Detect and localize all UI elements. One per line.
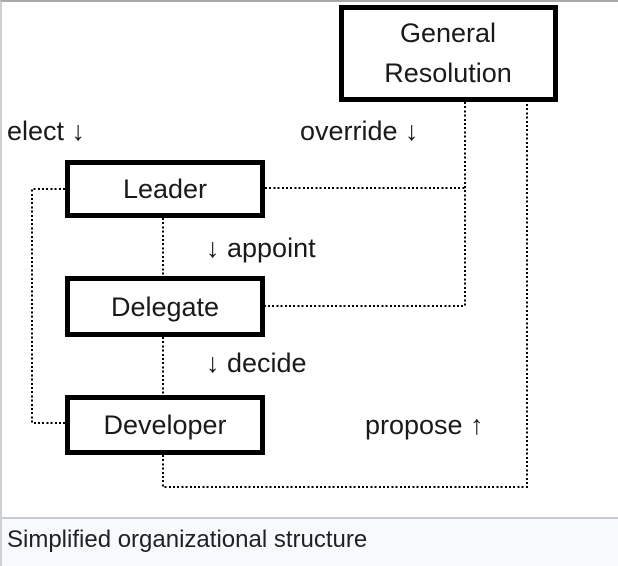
elect-cycle-line bbox=[31, 188, 65, 424]
propose-edge-label: propose ↑ bbox=[365, 410, 484, 440]
node-box-leader bbox=[65, 160, 265, 218]
node-box-developer bbox=[65, 395, 265, 455]
node-labels: General Resolution Leader Delegate Devel… bbox=[103, 18, 511, 440]
caption-bar: Simplified organizational structure bbox=[2, 517, 618, 566]
node-boxes bbox=[65, 5, 558, 455]
connector-lines bbox=[31, 102, 528, 488]
delegate-label: Delegate bbox=[111, 292, 219, 322]
node-box-delegate bbox=[65, 276, 265, 337]
edge-labels: elect ↓ override ↓ ↓ appoint ↓ decide pr… bbox=[7, 116, 484, 440]
caption-text: Simplified organizational structure bbox=[7, 526, 368, 553]
general-resolution-label-line1: General bbox=[400, 18, 496, 48]
general-resolution-label-line2: Resolution bbox=[384, 58, 512, 88]
org-structure-diagram: General Resolution Leader Delegate Devel… bbox=[7, 5, 558, 488]
elect-edge-label: elect ↓ bbox=[7, 116, 85, 146]
leader-label: Leader bbox=[123, 174, 207, 204]
diagram-canvas: General Resolution Leader Delegate Devel… bbox=[2, 2, 618, 517]
node-box-general-resolution bbox=[339, 5, 558, 102]
decide-edge-label: ↓ decide bbox=[206, 348, 307, 378]
propose-line bbox=[162, 102, 528, 488]
appoint-edge-label: ↓ appoint bbox=[206, 233, 316, 263]
override-delegate-line bbox=[265, 102, 466, 307]
developer-label: Developer bbox=[103, 410, 226, 440]
override-edge-label: override ↓ bbox=[300, 116, 419, 146]
